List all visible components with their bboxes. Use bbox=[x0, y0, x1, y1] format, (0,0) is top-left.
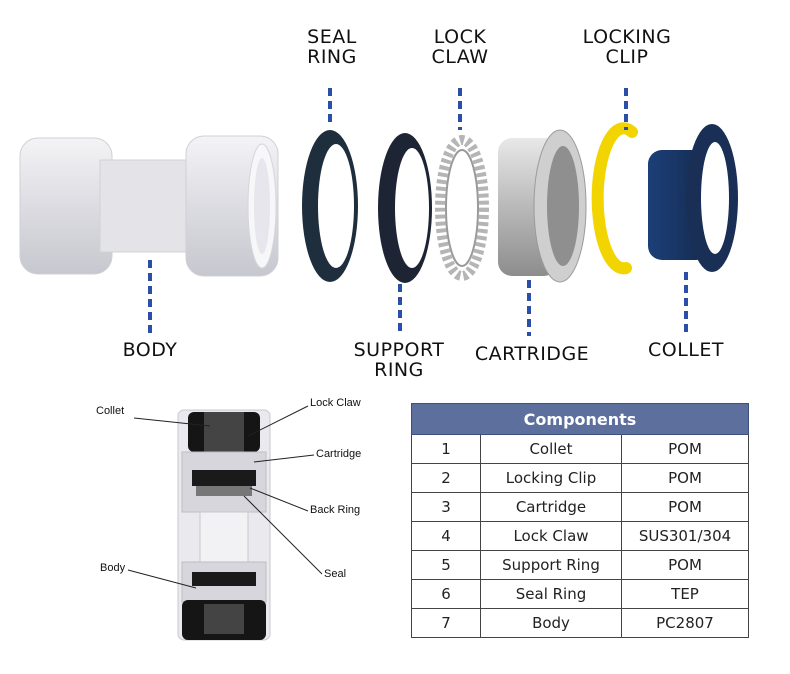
row-number: 4 bbox=[411, 521, 481, 551]
collet-label: COLLET bbox=[647, 339, 724, 361]
row-material: POM bbox=[621, 492, 749, 522]
body-leader bbox=[148, 260, 152, 336]
support-ring-label-line2: RING bbox=[374, 359, 424, 381]
lock-claw-part-image bbox=[435, 135, 489, 281]
section-back-ring-label: Back Ring bbox=[310, 504, 361, 516]
body-part-image bbox=[19, 135, 279, 277]
row-number: 2 bbox=[411, 463, 481, 493]
row-number: 1 bbox=[411, 434, 481, 464]
row-material: POM bbox=[621, 463, 749, 493]
section-lock-claw-label: Lock Claw bbox=[310, 397, 361, 409]
support-ring-leader bbox=[398, 284, 402, 334]
support-ring-label-line1: SUPPORT bbox=[353, 339, 445, 361]
row-component-name: Cartridge bbox=[480, 492, 622, 522]
section-collet-label: Collet bbox=[96, 405, 125, 417]
table-row: 1 Collet POM bbox=[411, 434, 749, 464]
seal-ring-label: SEAL RING bbox=[300, 27, 364, 67]
locking-clip-label: LOCKING CLIP bbox=[576, 27, 678, 67]
locking-clip-label-line1: LOCKING bbox=[582, 26, 672, 48]
table-row: 7 Body PC2807 bbox=[411, 608, 749, 638]
components-table-title: Components bbox=[411, 403, 749, 435]
row-material: TEP bbox=[621, 579, 749, 609]
lock-claw-label-line1: LOCK bbox=[433, 26, 487, 48]
lock-claw-label: LOCK CLAW bbox=[424, 27, 496, 67]
cartridge-part-image bbox=[498, 129, 587, 283]
row-component-name: Collet bbox=[480, 434, 622, 464]
seal-ring-label-line1: SEAL bbox=[307, 26, 357, 48]
section-leader-lines bbox=[127, 405, 323, 589]
locking-clip-leader bbox=[624, 88, 628, 130]
row-material: POM bbox=[621, 550, 749, 580]
row-number: 3 bbox=[411, 492, 481, 522]
locking-clip-label-line2: CLIP bbox=[605, 46, 649, 68]
section-view-illustration bbox=[177, 409, 271, 641]
seal-ring-leader bbox=[328, 88, 332, 126]
row-component-name: Locking Clip bbox=[480, 463, 622, 493]
row-material: PC2807 bbox=[621, 608, 749, 638]
row-component-name: Lock Claw bbox=[480, 521, 622, 551]
seal-ring-label-line2: RING bbox=[307, 46, 357, 68]
components-table: Components 1 Collet POM 2 Locking Clip P… bbox=[411, 403, 749, 638]
collet-leader bbox=[684, 272, 688, 334]
cartridge-leader bbox=[527, 280, 531, 336]
table-row: 5 Support Ring POM bbox=[411, 550, 749, 580]
components-table-header: Components bbox=[411, 403, 749, 435]
body-label: BODY bbox=[122, 339, 178, 361]
row-material: SUS301/304 bbox=[621, 521, 749, 551]
support-ring-part-image bbox=[378, 133, 432, 283]
section-cartridge-label: Cartridge bbox=[316, 448, 362, 460]
lock-claw-label-line2: CLAW bbox=[431, 46, 489, 68]
row-number: 7 bbox=[411, 608, 481, 638]
table-row: 4 Lock Claw SUS301/304 bbox=[411, 521, 749, 551]
row-component-name: Support Ring bbox=[480, 550, 622, 580]
row-material: POM bbox=[621, 434, 749, 464]
row-number: 5 bbox=[411, 550, 481, 580]
lock-claw-leader bbox=[458, 88, 462, 130]
collet-part-image bbox=[648, 124, 738, 272]
locking-clip-part-image bbox=[591, 122, 638, 275]
table-row: 6 Seal Ring TEP bbox=[411, 579, 749, 609]
section-seal-label: Seal bbox=[324, 568, 347, 580]
table-row: 3 Cartridge POM bbox=[411, 492, 749, 522]
row-number: 6 bbox=[411, 579, 481, 609]
table-row: 2 Locking Clip POM bbox=[411, 463, 749, 493]
row-component-name: Seal Ring bbox=[480, 579, 622, 609]
cartridge-label: CARTRIDGE bbox=[474, 343, 590, 365]
section-body-label: Body bbox=[100, 562, 126, 574]
row-component-name: Body bbox=[480, 608, 622, 638]
support-ring-label: SUPPORT RING bbox=[344, 340, 454, 380]
seal-ring-part-image bbox=[302, 130, 358, 282]
